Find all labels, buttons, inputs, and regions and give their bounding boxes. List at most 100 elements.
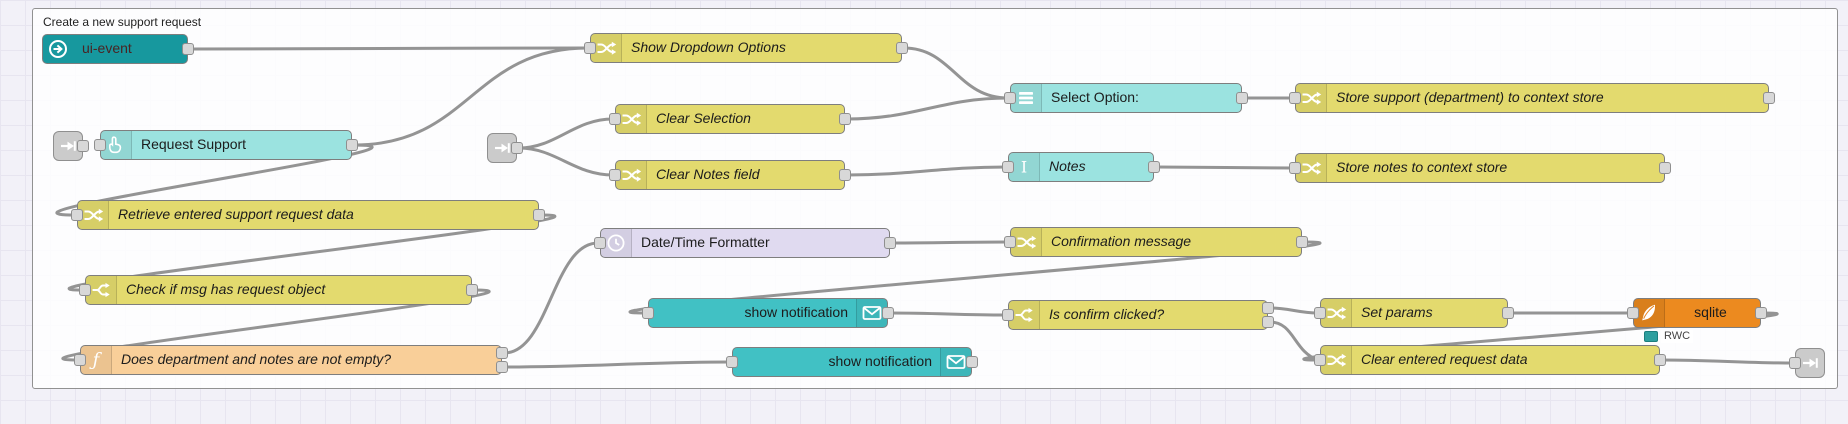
node-link-in[interactable] (53, 131, 89, 161)
flow-group[interactable]: Create a new support request (32, 8, 1838, 389)
node-link-out[interactable] (1789, 348, 1825, 378)
node-sqlite[interactable]: sqlite (1627, 298, 1767, 328)
node-clear-selection[interactable]: Clear Selection (609, 104, 851, 134)
port-out[interactable] (1148, 161, 1160, 173)
wire[interactable] (517, 117, 615, 150)
shuffle-icon (1296, 154, 1327, 182)
port-out[interactable] (1502, 307, 1514, 319)
port-out[interactable] (1296, 236, 1308, 248)
wire[interactable] (845, 165, 1008, 177)
port-out[interactable] (896, 42, 908, 54)
wire[interactable] (1268, 320, 1320, 362)
node-select-option-dropdown[interactable]: Select Option: (1004, 83, 1248, 113)
wire[interactable] (902, 46, 1010, 100)
node-show-notification[interactable]: show notification (726, 347, 978, 377)
wire[interactable] (890, 240, 1010, 245)
wire[interactable] (502, 241, 600, 355)
port-in[interactable] (1002, 309, 1014, 321)
node-store-notes-context[interactable]: Store notes to context store (1289, 153, 1671, 183)
port-out-2[interactable] (496, 361, 508, 373)
status-dot (1644, 331, 1658, 342)
port-out[interactable] (466, 284, 478, 296)
node-confirmation-message[interactable]: Confirmation message (1004, 227, 1308, 257)
sqlite-status: RWC (1644, 330, 1694, 343)
port-out[interactable] (882, 307, 894, 319)
node-datetime-formatter[interactable]: Date/Time Formatter (594, 228, 896, 258)
port-in[interactable] (74, 354, 86, 366)
port-in[interactable] (1002, 161, 1014, 173)
feather-icon (1634, 299, 1665, 327)
port-out[interactable] (511, 142, 523, 154)
wire[interactable] (1302, 311, 1779, 362)
wire[interactable] (845, 96, 1010, 121)
wire[interactable] (188, 46, 590, 51)
port-in[interactable] (609, 113, 621, 125)
port-in[interactable] (584, 42, 596, 54)
port-out[interactable] (1654, 354, 1666, 366)
node-show-dropdown-options[interactable]: Show Dropdown Options (584, 33, 908, 63)
node-set-params[interactable]: Set params (1314, 298, 1514, 328)
shuffle-icon (1011, 228, 1042, 256)
node-validate-not-empty-function[interactable]: Does department and notes are not empty? (74, 345, 508, 375)
node-request-support-button[interactable]: Request Support (94, 130, 358, 160)
port-out-1[interactable] (496, 347, 508, 359)
node-show-notification[interactable]: show notification (642, 298, 894, 328)
port-in[interactable] (1789, 357, 1801, 369)
port-out[interactable] (346, 139, 358, 151)
port-out[interactable] (1755, 307, 1767, 319)
port-out[interactable] (533, 209, 545, 221)
port-in[interactable] (1314, 354, 1326, 366)
port-in[interactable] (1004, 236, 1016, 248)
node-store-support-context[interactable]: Store support (department) to context st… (1289, 83, 1775, 113)
port-in[interactable] (594, 237, 606, 249)
wire[interactable] (888, 311, 1008, 317)
port-out[interactable] (77, 140, 89, 152)
node-retrieve-request-data[interactable]: Retrieve entered support request data (71, 200, 545, 230)
port-in[interactable] (1289, 92, 1301, 104)
status-text: RWC (1661, 330, 1694, 343)
switch-fork-icon (86, 276, 117, 304)
wire[interactable] (352, 46, 590, 147)
port-out[interactable] (1763, 92, 1775, 104)
port-in[interactable] (726, 356, 738, 368)
port-in[interactable] (1314, 307, 1326, 319)
port-out[interactable] (884, 237, 896, 249)
node-link-in[interactable] (487, 133, 523, 163)
port-out[interactable] (1659, 162, 1671, 174)
link-arrow-icon (493, 139, 511, 157)
node-notes-text-input[interactable]: Notes (1002, 152, 1160, 182)
port-in[interactable] (609, 169, 621, 181)
port-out[interactable] (839, 113, 851, 125)
node-clear-entered-request-data[interactable]: Clear entered request data (1314, 345, 1666, 375)
envelope-icon (940, 348, 971, 376)
switch-fork-icon (1009, 301, 1040, 329)
port-in[interactable] (1004, 92, 1016, 104)
node-is-confirm-clicked[interactable]: Is confirm clicked? (1002, 300, 1274, 330)
port-out-1[interactable] (1262, 302, 1274, 314)
wire[interactable] (502, 360, 732, 369)
node-clear-notes-field[interactable]: Clear Notes field (609, 160, 851, 190)
wire[interactable] (61, 288, 491, 362)
port-in[interactable] (71, 209, 83, 221)
wire[interactable] (517, 146, 615, 177)
port-in[interactable] (642, 307, 654, 319)
port-in[interactable] (1627, 307, 1639, 319)
link-arrow-icon (1801, 354, 1819, 372)
wire[interactable] (1268, 306, 1320, 315)
port-out[interactable] (839, 169, 851, 181)
port-out[interactable] (966, 356, 978, 368)
port-in[interactable] (1289, 162, 1301, 174)
port-in[interactable] (79, 284, 91, 296)
function-icon (81, 346, 112, 374)
wire[interactable] (1660, 358, 1795, 365)
wire[interactable] (1154, 165, 1295, 170)
port-out[interactable] (182, 43, 194, 55)
node-check-request-object[interactable]: Check if msg has request object (79, 275, 478, 305)
wire[interactable] (68, 213, 556, 292)
port-out-2[interactable] (1262, 316, 1274, 328)
node-ui-event[interactable]: ui-event (42, 34, 194, 64)
port-out[interactable] (1236, 92, 1248, 104)
port-in[interactable] (94, 139, 106, 151)
wire[interactable] (55, 143, 374, 217)
